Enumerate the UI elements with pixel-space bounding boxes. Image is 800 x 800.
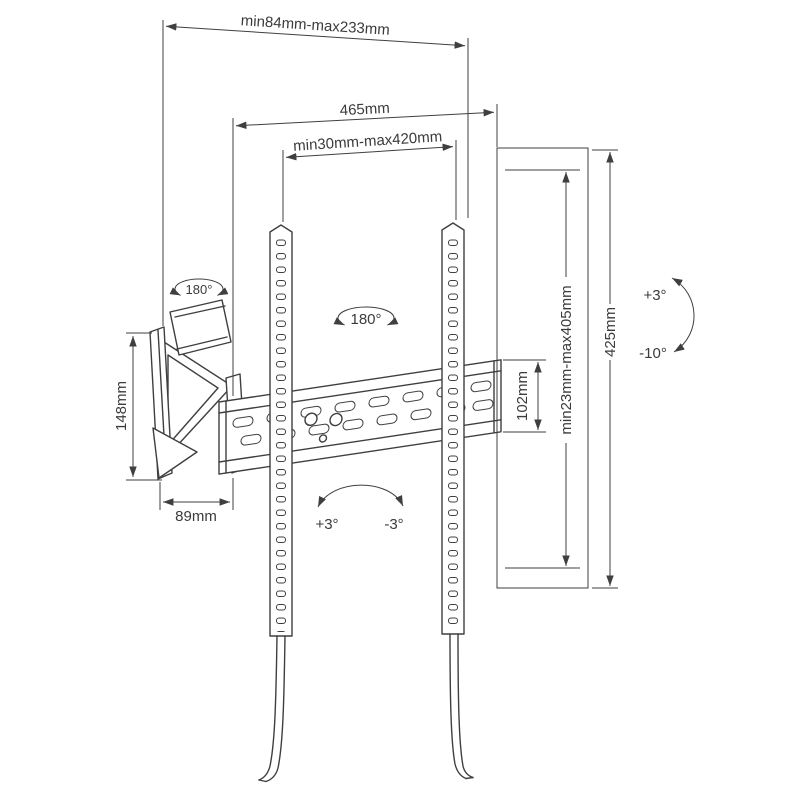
dim-wall-plate-width-label: 89mm: [175, 508, 217, 525]
arm-fold: [152, 427, 198, 479]
dim-depth-range-label: min84mm-max233mm: [240, 12, 390, 39]
swivel-arm-label: 180°: [186, 282, 213, 297]
level-arc: [317, 484, 404, 508]
dim-bracket-height-label: 425mm: [602, 307, 619, 357]
dim-wall-plate-width: 89mm: [159, 478, 234, 525]
tilt-arc: [671, 277, 695, 353]
swivel-arm-arc: [169, 278, 229, 296]
dim-vesa-height-range: min23mm-max405mm: [505, 169, 580, 569]
dim-plate-height-label: 102mm: [514, 371, 531, 421]
level-indicator: +3° -3°: [315, 484, 404, 533]
dim-plate-width-label: 465mm: [339, 100, 390, 120]
rail-left-slots: [270, 236, 292, 632]
level-plus-label: +3°: [315, 516, 338, 533]
swivel-plate-arc: [333, 306, 399, 326]
dim-line: [285, 143, 454, 161]
plate-bolt: [329, 412, 343, 427]
swivel-arm-indicator: 180°: [169, 278, 229, 297]
dim-depth-range: min84mm-max233mm: [162, 12, 469, 326]
reference-outline: [496, 147, 589, 589]
tilt-down-label: -10°: [639, 345, 667, 362]
dim-line: [235, 109, 495, 129]
rail-right-leg: [449, 633, 467, 780]
dim-wall-plate-height-label: 148mm: [113, 381, 130, 431]
dim-bracket-height: 425mm: [592, 149, 619, 589]
dim-vesa-width-label: min30mm-max420mm: [293, 128, 443, 155]
tilt-up-label: +3°: [643, 287, 666, 304]
tilt-indicator: +3° -10°: [639, 277, 695, 362]
rail-left-leg: [258, 635, 278, 781]
dim-plate-height: 102mm: [503, 359, 546, 433]
dim-vesa-width-range: min30mm-max420mm: [282, 128, 457, 222]
rail-right: [441, 222, 474, 780]
dim-vesa-height-label: min23mm-max405mm: [558, 285, 575, 434]
wall-arm-assembly: [149, 299, 247, 480]
dim-wall-plate-height: 148mm: [113, 332, 162, 481]
dim-line: [165, 23, 466, 49]
plate-bolt: [304, 412, 318, 427]
plate-bolt-small: [318, 434, 328, 443]
rail-left: [258, 224, 293, 783]
rail-right-slots: [442, 236, 464, 630]
swivel-plate-label: 180°: [350, 311, 381, 328]
arm-head-plate: [169, 299, 232, 356]
level-minus-label: -3°: [384, 516, 403, 533]
swivel-plate-indicator: 180°: [333, 306, 399, 328]
dim-plate-width: 465mm: [232, 100, 498, 396]
